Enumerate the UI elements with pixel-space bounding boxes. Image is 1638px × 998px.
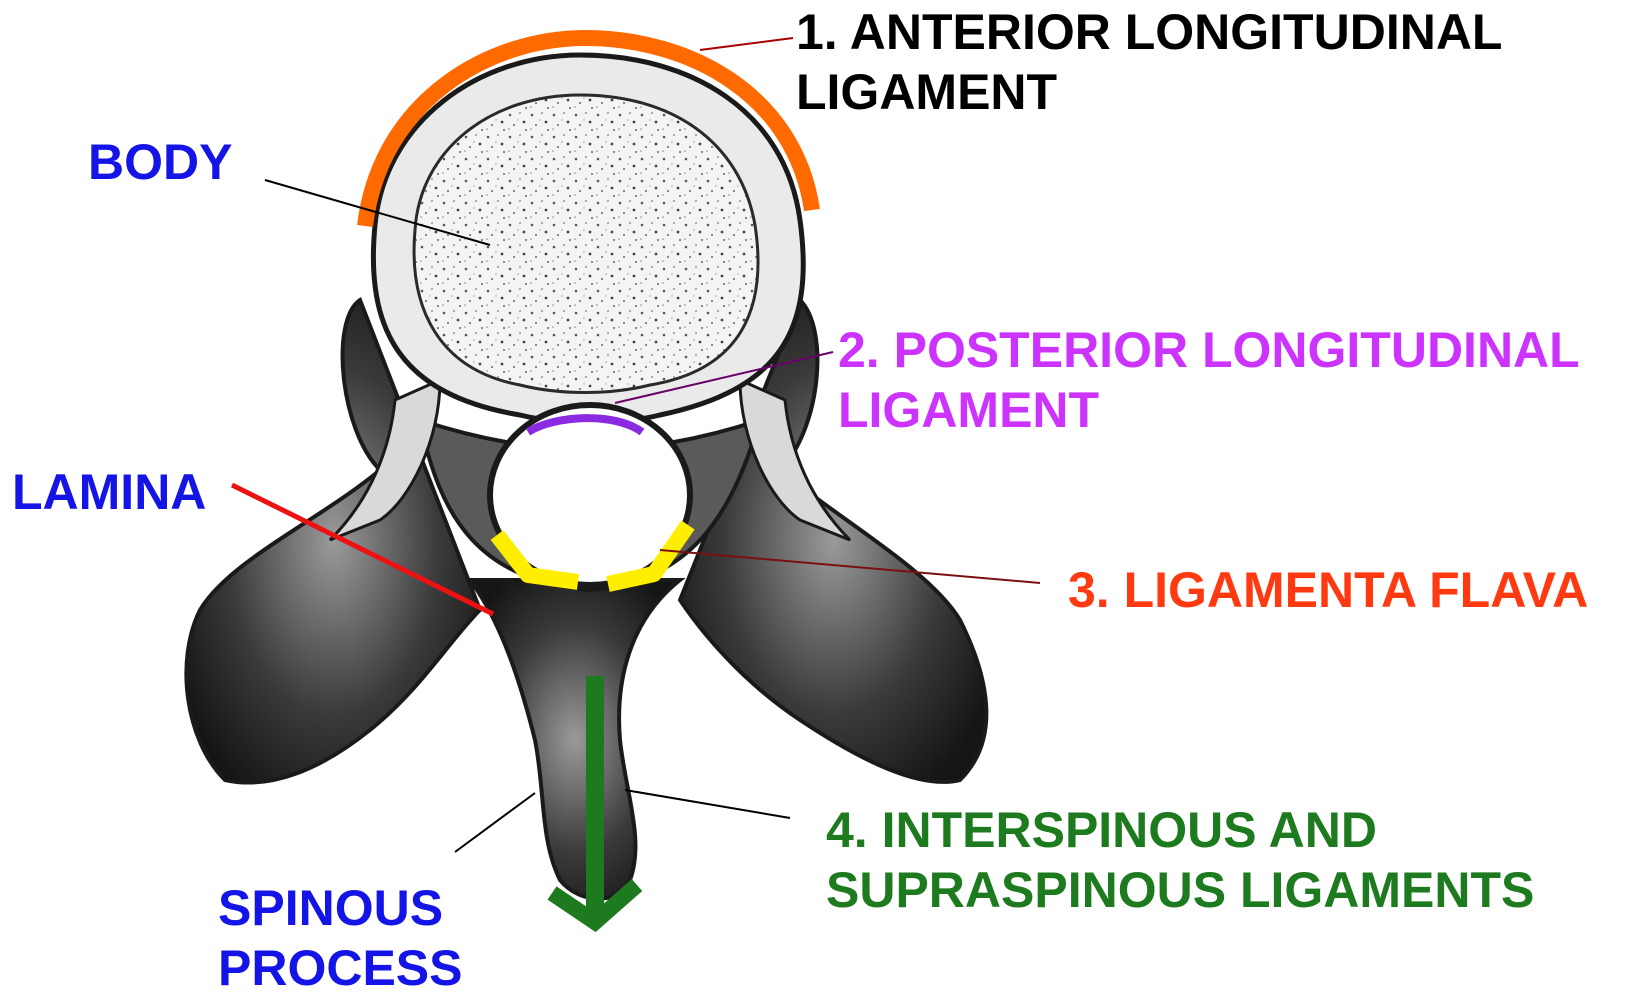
leader-line-interspinous (625, 790, 790, 818)
label-posterior-longitudinal-ligament: 2. POSTERIOR LONGITUDINAL LIGAMENT (838, 320, 1580, 440)
label-spinous-line-1: SPINOUS (218, 878, 463, 938)
label-interspinous-supraspinous-ligaments: 4. INTERSPINOUS AND SUPRASPINOUS LIGAMEN… (826, 800, 1534, 920)
label-lamina-line-1: LAMINA (12, 462, 206, 522)
body-inner-cancellous (414, 95, 758, 393)
label-interspinous-line-2: SUPRASPINOUS LIGAMENTS (826, 860, 1534, 920)
label-anterior-longitudinal-ligament: 1. ANTERIOR LONGITUDINAL LIGAMENT (796, 2, 1502, 122)
label-body: BODY (88, 132, 232, 192)
label-flava-line-1: 3. LIGAMENTA FLAVA (1068, 560, 1588, 620)
label-body-line-1: BODY (88, 132, 232, 192)
leader-line-anterior (700, 38, 793, 50)
label-anterior-line-2: LIGAMENT (796, 62, 1502, 122)
leader-line-spinous (455, 793, 535, 852)
spinous-process (470, 580, 680, 899)
label-anterior-line-1: 1. ANTERIOR LONGITUDINAL (796, 2, 1502, 62)
label-interspinous-line-1: 4. INTERSPINOUS AND (826, 800, 1534, 860)
vertebral-body (373, 55, 803, 423)
label-spinous-process: SPINOUS PROCESS (218, 878, 463, 998)
label-posterior-line-2: LIGAMENT (838, 380, 1580, 440)
label-lamina: LAMINA (12, 462, 206, 522)
label-spinous-line-2: PROCESS (218, 938, 463, 998)
label-posterior-line-1: 2. POSTERIOR LONGITUDINAL (838, 320, 1580, 380)
label-ligamenta-flava: 3. LIGAMENTA FLAVA (1068, 560, 1588, 620)
